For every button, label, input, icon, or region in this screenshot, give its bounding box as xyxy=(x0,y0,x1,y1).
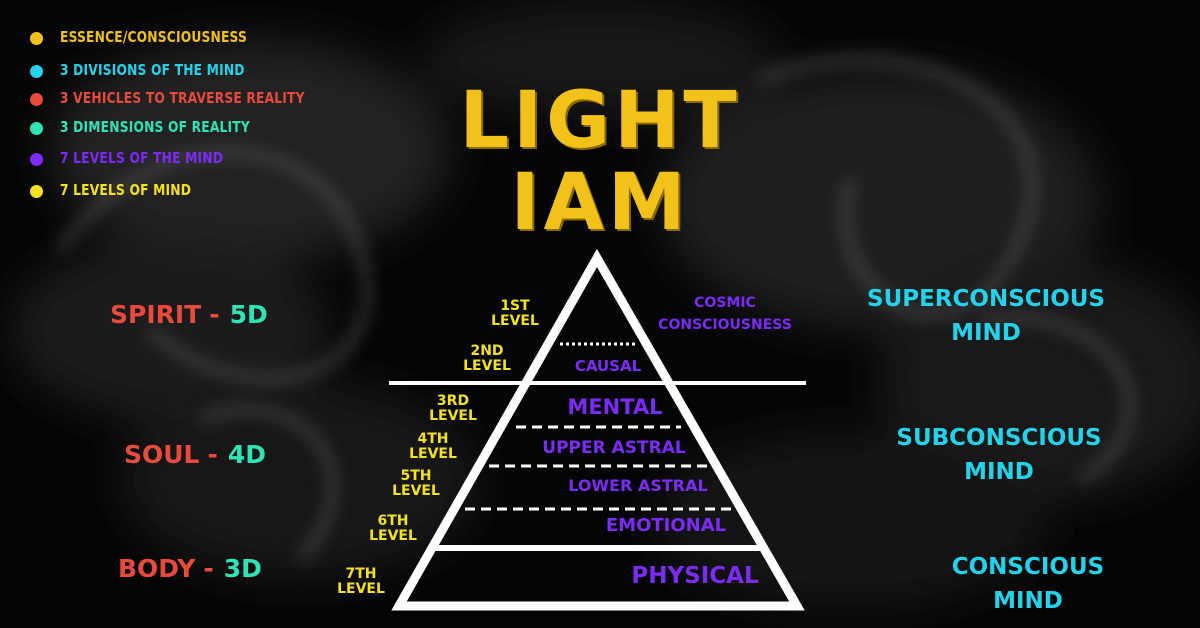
realm-dimension: 4D xyxy=(227,440,267,469)
legend-label: 7 LEVELS OF MIND xyxy=(60,181,192,199)
legend-dot xyxy=(30,65,43,78)
mind-line: MIND xyxy=(964,459,1034,485)
level-ordinal: 7TH xyxy=(345,566,377,582)
level-word: LEVEL xyxy=(369,528,417,544)
layer-physical: PHYSICAL xyxy=(631,563,759,589)
layer-cosmic-consciousness: COSMIC CONSCIOUSNESS xyxy=(640,292,810,336)
layer-causal: CAUSAL xyxy=(574,357,642,375)
legend-label: 3 DIMENSIONS OF REALITY xyxy=(60,118,250,136)
realm-dimension: 3D xyxy=(223,554,262,583)
mind-line: MIND xyxy=(993,588,1063,614)
layer-mental: MENTAL xyxy=(567,395,663,419)
level-ordinal: 1ST xyxy=(500,298,530,314)
realm-name: SPIRIT xyxy=(110,300,202,329)
realm-separator: - xyxy=(209,300,220,329)
mind-line: SUPERCONSCIOUS xyxy=(867,286,1105,312)
realm-soul: SOUL-4D xyxy=(124,440,266,469)
layer-line: CONSCIOUSNESS xyxy=(658,317,792,333)
legend-label: 3 VEHICLES TO TRAVERSE REALITY xyxy=(60,89,305,107)
mind-superconscious: SUPERCONSCIOUS MIND xyxy=(836,282,1136,350)
layer-line: COSMIC xyxy=(694,295,756,311)
legend-label: 7 LEVELS OF THE MIND xyxy=(60,149,224,167)
legend-label: ESSENCE/CONSCIOUSNESS xyxy=(60,28,248,46)
layer-lower-astral: LOWER ASTRAL xyxy=(568,476,708,495)
level-word: LEVEL xyxy=(409,446,457,462)
level-ordinal: 2ND xyxy=(470,343,504,359)
level-word: LEVEL xyxy=(463,358,511,374)
pyramid-outline xyxy=(391,248,805,611)
mind-line: SUBCONSCIOUS xyxy=(896,425,1102,451)
layer-emotional: EMOTIONAL xyxy=(605,515,727,536)
layer-upper-astral: UPPER ASTRAL xyxy=(542,438,686,458)
level-ordinal: 6TH xyxy=(377,513,409,529)
level-word: LEVEL xyxy=(429,408,477,424)
level-word: LEVEL xyxy=(491,313,539,329)
title-line-1: LIGHT xyxy=(459,76,741,166)
legend-label: 3 DIVISIONS OF THE MIND xyxy=(60,61,245,79)
realm-spirit: SPIRIT-5D xyxy=(110,300,268,329)
title-line-2: IAM xyxy=(510,158,690,248)
mind-line: CONSCIOUS xyxy=(951,554,1105,580)
realm-name: BODY xyxy=(118,554,196,583)
level-word: LEVEL xyxy=(337,581,385,597)
level-word: LEVEL xyxy=(392,483,440,499)
legend-dot xyxy=(30,32,43,45)
level-ordinal: 3RD xyxy=(436,393,470,409)
level-ordinal: 4TH xyxy=(417,431,449,447)
level-ordinal: 5TH xyxy=(400,468,432,484)
mind-conscious: CONSCIOUS MIND xyxy=(878,550,1178,618)
mind-subconscious: SUBCONSCIOUS MIND xyxy=(849,421,1149,489)
realm-body: BODY-3D xyxy=(118,554,262,583)
realm-separator: - xyxy=(207,440,218,469)
realm-name: SOUL xyxy=(124,440,200,469)
legend-dot xyxy=(30,122,43,135)
realm-dimension: 5D xyxy=(229,300,268,329)
legend-dot xyxy=(30,185,43,198)
legend-dot xyxy=(30,93,43,106)
mind-line: MIND xyxy=(951,320,1021,346)
realm-separator: - xyxy=(203,554,214,583)
legend-dot xyxy=(30,153,43,166)
